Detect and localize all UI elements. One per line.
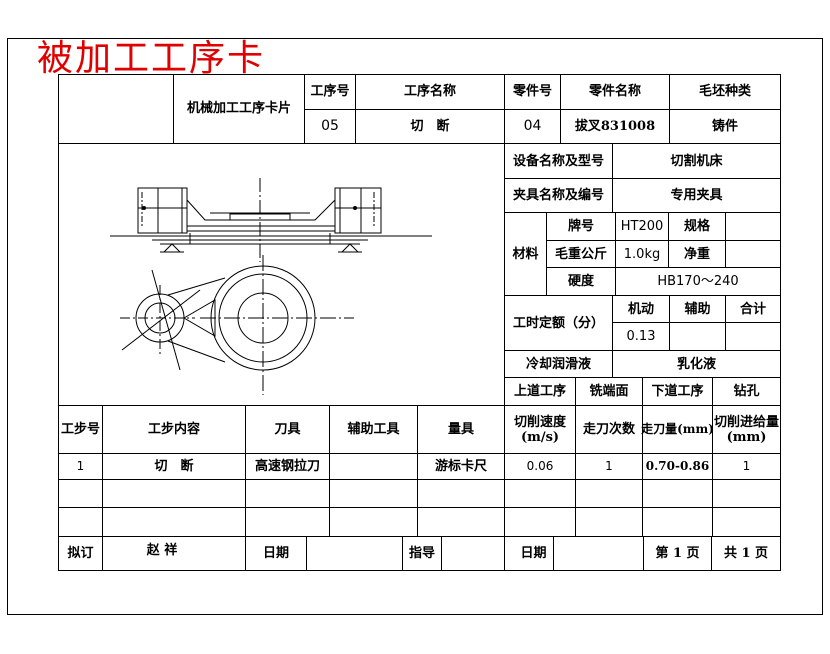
aux-tool-header: 辅助工具 — [347, 422, 400, 437]
machine-time-label: 机动 — [627, 301, 654, 317]
drafted-value: 赵 祥 — [146, 543, 178, 558]
process-name-label: 工序名称 — [403, 84, 456, 99]
grade-value: HT200 — [620, 219, 664, 234]
page-total: 共 1 页 — [723, 546, 769, 561]
net-weight-label: 净重 — [683, 246, 710, 262]
date2-label: 日期 — [520, 546, 547, 561]
blank-type-label: 毛坯种类 — [698, 84, 751, 99]
aux-time-value — [670, 323, 725, 350]
hardness-label: 硬度 — [567, 274, 594, 289]
aux-time-label: 辅助 — [684, 301, 711, 317]
page-title: 被加工工序卡 — [37, 38, 266, 79]
total-time-label: 合计 — [739, 301, 766, 317]
table-cell: 1 — [76, 459, 85, 473]
table-cell — [330, 454, 417, 479]
material-label: 材料 — [512, 246, 539, 262]
date-value — [307, 537, 402, 570]
machine-time-value: 0.13 — [626, 329, 656, 344]
table-cell: 0.70-0.86 — [645, 459, 710, 473]
feed-amount-header: 走刀量(mm) — [641, 422, 714, 436]
feed-rate-header: 切削进给量(mm) — [713, 414, 779, 445]
grade-label: 牌号 — [567, 219, 594, 234]
table-cell: 1 — [605, 459, 613, 473]
date-label: 日期 — [262, 546, 289, 561]
time-quota-label: 工时定额（分） — [512, 315, 604, 331]
table-cell: 切 断 — [154, 459, 194, 474]
coolant-label: 冷却润滑液 — [525, 356, 591, 372]
process-name-value: 切 断 — [410, 119, 450, 134]
card-name: 机械加工工序卡片 — [186, 101, 291, 116]
net-weight-value — [726, 241, 780, 267]
step-no-header: 工步号 — [60, 422, 100, 437]
tool-header: 刀具 — [274, 422, 301, 437]
part-name-value: 拔叉831008 — [574, 119, 656, 134]
drafted-label: 拟订 — [67, 546, 94, 561]
prev-process-value: 铣端面 — [589, 384, 629, 399]
step-content-header: 工步内容 — [147, 422, 200, 437]
guide-value — [442, 537, 514, 570]
equipment-value: 切割机床 — [670, 153, 723, 169]
table-cell: 0.06 — [526, 459, 554, 473]
fixture-label: 夹具名称及编号 — [512, 188, 604, 203]
gauge-header: 量具 — [447, 422, 474, 437]
pass-count-header: 走刀次数 — [582, 422, 635, 437]
coolant-value: 乳化液 — [676, 356, 716, 372]
cutting-speed-header: 切削速度(m/s) — [513, 414, 566, 445]
process-no-label: 工序号 — [310, 84, 350, 99]
table-cell: 高速钢拉刀 — [254, 459, 320, 474]
gross-weight-value: 1.0kg — [623, 246, 661, 262]
spec-value — [726, 213, 780, 240]
next-process-label: 下道工序 — [651, 384, 704, 399]
next-process-value: 钻孔 — [733, 384, 760, 399]
part-no-value: 04 — [523, 118, 542, 134]
fixture-value: 专用夹具 — [670, 188, 723, 203]
process-no-value: 05 — [321, 118, 339, 134]
total-time-value — [726, 323, 780, 350]
guide-label: 指导 — [408, 546, 435, 561]
page-frame — [7, 38, 823, 615]
page-number: 第 1 页 — [655, 546, 700, 561]
hardness-value: HB170～240 — [657, 274, 739, 289]
blank-type-value: 铸件 — [711, 119, 738, 134]
spec-label: 规格 — [683, 219, 710, 234]
table-cell: 游标卡尺 — [434, 459, 487, 474]
part-name-label: 零件名称 — [588, 84, 641, 99]
gross-weight-label: 毛重公斤 — [554, 246, 607, 262]
part-no-label: 零件号 — [512, 84, 552, 99]
table-cell: 1 — [742, 459, 751, 473]
prev-process-label: 上道工序 — [513, 384, 566, 399]
date2-value — [554, 537, 643, 570]
equipment-label: 设备名称及型号 — [512, 153, 604, 169]
